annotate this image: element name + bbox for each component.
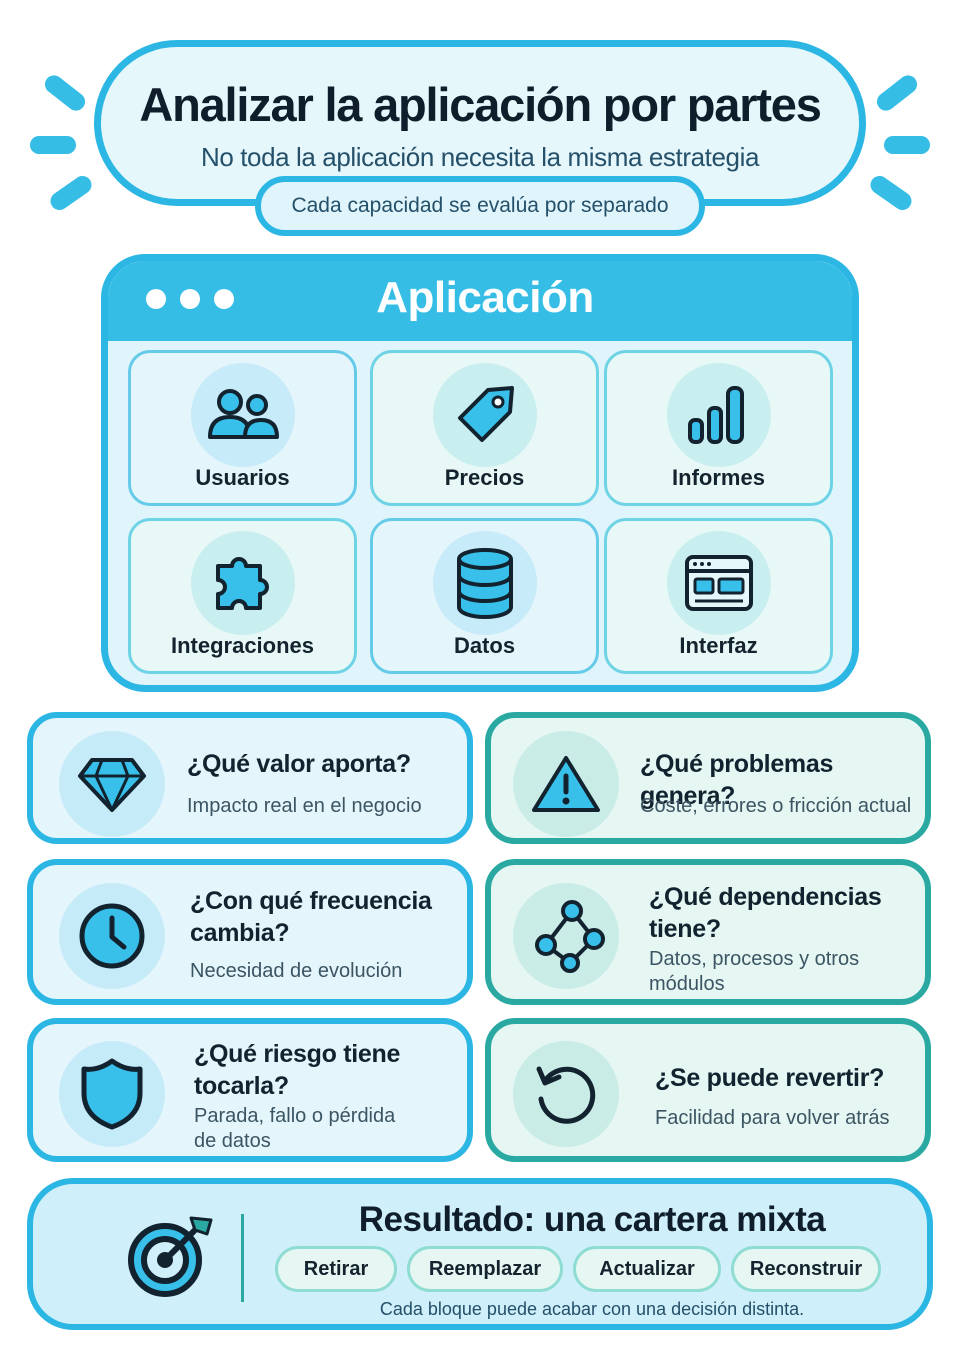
question-description: Impacto real en el negocio bbox=[187, 795, 422, 817]
application-titlebar: Aplicación bbox=[108, 261, 852, 341]
result-title: Resultado: una cartera mixta bbox=[358, 1200, 826, 1239]
module-datos: Datos bbox=[370, 518, 599, 674]
bar-chart-icon bbox=[666, 363, 771, 467]
window-dot-icon bbox=[214, 289, 234, 309]
question-description: Datos, procesos y otros módulos bbox=[649, 947, 859, 997]
module-label: Interfaz bbox=[679, 633, 758, 658]
question-dependencies: ¿Qué dependencias tiene? Datos, procesos… bbox=[485, 859, 931, 1005]
question-title: ¿Con qué frecuencia cambia? bbox=[190, 885, 432, 949]
interface-window-icon bbox=[666, 531, 771, 635]
result-banner: Resultado: una cartera mixta Retirar Ree… bbox=[27, 1178, 933, 1330]
module-label: Informes bbox=[672, 465, 765, 490]
option-retirar: Retirar bbox=[275, 1246, 397, 1292]
burst-right-middle bbox=[884, 136, 930, 154]
question-description: Parada, fallo o pérdida de datos bbox=[194, 1104, 395, 1154]
question-description: Coste, errores o fricción actual bbox=[640, 795, 912, 817]
undo-icon bbox=[513, 1041, 619, 1147]
module-label: Usuarios bbox=[195, 465, 290, 490]
question-title: ¿Qué problemas genera? bbox=[640, 750, 834, 810]
question-title: ¿Qué riesgo tiene tocarla? bbox=[194, 1038, 400, 1102]
burst-left-bottom bbox=[46, 172, 96, 214]
target-icon bbox=[125, 1210, 215, 1305]
module-precios: Precios bbox=[370, 350, 599, 506]
clock-icon bbox=[59, 883, 165, 989]
question-frequency: ¿Con qué frecuencia cambia? Necesidad de… bbox=[27, 859, 473, 1005]
module-label: Precios bbox=[444, 465, 525, 490]
database-icon bbox=[432, 531, 537, 635]
question-title: ¿Se puede revertir? bbox=[655, 1064, 885, 1092]
question-title: ¿Qué dependencias tiene? bbox=[649, 881, 882, 945]
network-icon bbox=[513, 883, 619, 989]
page-title: Analizar la aplicación por partes bbox=[139, 78, 822, 131]
module-label: Datos bbox=[453, 633, 516, 658]
module-informes: Informes bbox=[604, 350, 833, 506]
question-description-line: Parada, fallo o pérdida bbox=[194, 1105, 396, 1127]
module-integraciones: Integraciones bbox=[128, 518, 357, 674]
burst-left-middle bbox=[30, 136, 76, 154]
application-window: Aplicación Usuarios Precios bbox=[101, 254, 859, 692]
question-description-line: Datos, procesos y otros bbox=[649, 948, 860, 970]
users-icon bbox=[190, 363, 295, 467]
page-subtitle: No toda la aplicación necesita la misma … bbox=[200, 142, 760, 172]
option-actualizar: Actualizar bbox=[573, 1246, 721, 1292]
burst-right-bottom bbox=[866, 172, 916, 214]
module-usuarios: Usuarios bbox=[128, 350, 357, 506]
question-title-line: ¿Qué dependencias bbox=[649, 883, 882, 911]
question-title-line: tocarla? bbox=[194, 1072, 289, 1100]
application-title: Aplicación bbox=[376, 273, 594, 322]
shield-icon bbox=[59, 1041, 165, 1147]
puzzle-icon bbox=[190, 531, 295, 635]
warning-icon bbox=[513, 731, 619, 837]
question-problems: ¿Qué problemas genera? Coste, errores o … bbox=[485, 712, 931, 844]
result-divider bbox=[241, 1214, 244, 1302]
question-title: ¿Qué valor aporta? bbox=[187, 750, 411, 778]
question-value: ¿Qué valor aporta? Impacto real en el ne… bbox=[27, 712, 473, 844]
question-description-line: módulos bbox=[649, 973, 725, 995]
module-interfaz: Interfaz bbox=[604, 518, 833, 674]
option-reconstruir: Reconstruir bbox=[731, 1246, 881, 1292]
question-risk: ¿Qué riesgo tiene tocarla? Parada, fallo… bbox=[27, 1018, 473, 1162]
question-title-line: cambia? bbox=[190, 919, 290, 947]
diamond-icon bbox=[59, 731, 165, 837]
header-tag: Cada capacidad se evalúa por separado bbox=[255, 176, 705, 236]
question-title-line: ¿Con qué frecuencia bbox=[190, 887, 432, 915]
price-tag-icon bbox=[432, 363, 537, 467]
question-title-line: tiene? bbox=[649, 915, 721, 943]
result-note: Cada bloque puede acabar con una decisió… bbox=[379, 1299, 805, 1319]
window-dot-icon bbox=[180, 289, 200, 309]
question-description-line: de datos bbox=[194, 1130, 271, 1152]
question-description: Necesidad de evolución bbox=[190, 960, 403, 982]
burst-right-top bbox=[873, 71, 921, 115]
burst-left-top bbox=[41, 71, 89, 115]
question-reversible: ¿Se puede revertir? Facilidad para volve… bbox=[485, 1018, 931, 1162]
question-title-line: ¿Qué riesgo tiene bbox=[194, 1040, 401, 1068]
window-dot-icon bbox=[146, 289, 166, 309]
option-reemplazar: Reemplazar bbox=[407, 1246, 563, 1292]
module-label: Integraciones bbox=[170, 633, 315, 658]
question-description: Facilidad para volver atrás bbox=[655, 1107, 890, 1129]
